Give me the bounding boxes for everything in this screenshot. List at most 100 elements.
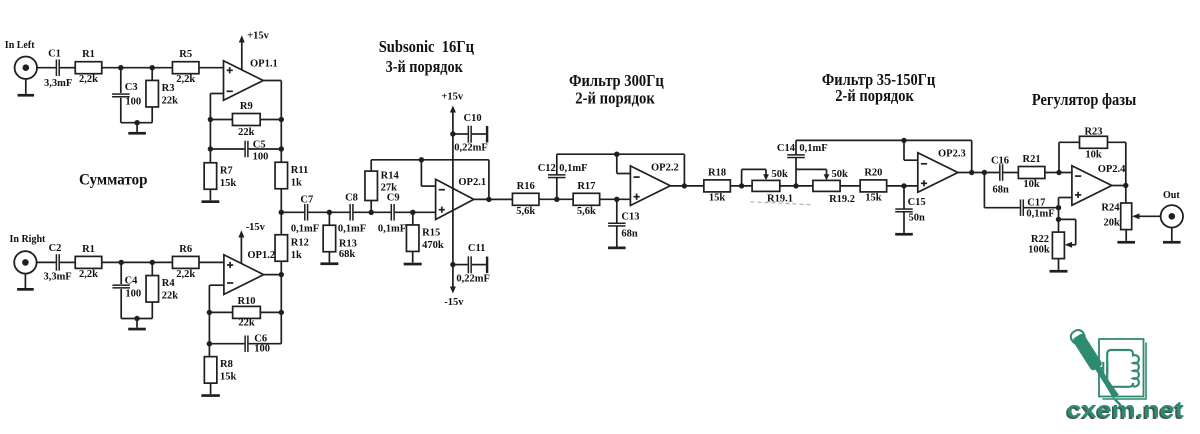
svg-text:27k: 27k	[381, 183, 398, 194]
svg-text:15k: 15k	[220, 178, 237, 189]
svg-text:0,22mF: 0,22mF	[456, 274, 490, 285]
svg-text:R1: R1	[82, 244, 95, 255]
svg-text:0,22mF: 0,22mF	[454, 143, 488, 154]
svg-text:50n: 50n	[909, 213, 926, 224]
svg-text:15k: 15k	[865, 192, 882, 203]
svg-text:100: 100	[125, 289, 141, 300]
svg-text:15k: 15k	[709, 192, 726, 203]
svg-text:5,6k: 5,6k	[516, 206, 535, 217]
svg-text:R11: R11	[291, 165, 309, 176]
svg-text:C8: C8	[345, 193, 358, 204]
svg-text:cxem.net: cxem.net	[1067, 396, 1184, 422]
svg-text:R8: R8	[220, 359, 233, 370]
svg-text:C6: C6	[254, 333, 267, 344]
svg-text:OP2.1: OP2.1	[458, 177, 486, 188]
svg-text:R10: R10	[237, 296, 255, 307]
svg-text:R14: R14	[381, 171, 400, 182]
svg-text:Сумматор: Сумматор	[79, 172, 148, 189]
svg-text:Subsonic 16Гц: Subsonic 16Гц	[379, 37, 475, 56]
svg-text:22k: 22k	[238, 317, 255, 328]
svg-text:C17: C17	[1027, 198, 1045, 209]
svg-text:5,6k: 5,6k	[577, 206, 596, 217]
svg-text:1k: 1k	[291, 250, 302, 261]
svg-text:C12: C12	[538, 163, 556, 174]
svg-text:Фильтр 35-150Гц: Фильтр 35-150Гц	[822, 70, 936, 89]
svg-text:2,2k: 2,2k	[176, 74, 195, 85]
svg-text:68n: 68n	[993, 185, 1010, 196]
svg-text:-15v: -15v	[444, 297, 464, 308]
svg-text:In Left: In Left	[5, 40, 35, 51]
svg-text:+15v: +15v	[247, 30, 269, 41]
svg-text:R3: R3	[162, 83, 175, 94]
svg-text:cxem.net: cxem.net	[1065, 398, 1182, 424]
svg-text:R19.2: R19.2	[829, 194, 855, 205]
svg-text:3-й порядок: 3-й порядок	[386, 57, 464, 76]
svg-text:3,3mF: 3,3mF	[43, 271, 71, 282]
svg-text:2-й порядок: 2-й порядок	[575, 88, 655, 107]
svg-text:R7: R7	[220, 165, 233, 176]
svg-text:2,2k: 2,2k	[176, 269, 195, 280]
svg-text:R5: R5	[179, 49, 192, 60]
svg-text:22k: 22k	[162, 291, 179, 302]
svg-text:R15: R15	[422, 227, 440, 238]
svg-text:C15: C15	[908, 197, 926, 208]
svg-text:C4: C4	[125, 275, 139, 286]
svg-text:0,1mF: 0,1mF	[1026, 208, 1054, 219]
svg-text:C13: C13	[621, 212, 639, 223]
svg-text:C14: C14	[777, 143, 796, 154]
svg-text:In Right: In Right	[10, 234, 47, 245]
svg-text:R21: R21	[1023, 154, 1041, 165]
svg-text:C2: C2	[49, 243, 62, 254]
svg-text:Фильтр 300Гц: Фильтр 300Гц	[569, 71, 664, 90]
svg-text:R20: R20	[864, 167, 882, 178]
svg-text:R16: R16	[517, 181, 535, 192]
svg-text:R13: R13	[339, 239, 357, 250]
svg-text:50k: 50k	[772, 169, 789, 180]
svg-text:68n: 68n	[621, 229, 638, 240]
svg-text:R6: R6	[179, 244, 192, 255]
svg-text:0,1mF: 0,1mF	[338, 224, 366, 235]
svg-text:R17: R17	[577, 181, 595, 192]
svg-text:R22: R22	[1031, 234, 1049, 245]
svg-text:C3: C3	[125, 82, 138, 93]
svg-text:Out: Out	[1163, 190, 1180, 201]
svg-text:1k: 1k	[291, 177, 302, 188]
svg-text:10k: 10k	[1085, 150, 1102, 161]
svg-text:C10: C10	[464, 113, 482, 124]
svg-text:-15v: -15v	[246, 222, 266, 233]
svg-text:100: 100	[254, 344, 270, 355]
svg-text:C11: C11	[468, 243, 486, 254]
svg-text:OP2.4: OP2.4	[1098, 164, 1126, 175]
svg-text:C5: C5	[253, 139, 266, 150]
svg-text:22k: 22k	[238, 127, 255, 138]
svg-text:R4: R4	[162, 278, 176, 289]
svg-text:C9: C9	[387, 193, 400, 204]
svg-text:R12: R12	[291, 237, 309, 248]
svg-text:100k: 100k	[1028, 244, 1050, 255]
svg-text:C1: C1	[48, 48, 61, 59]
svg-text:R23: R23	[1084, 127, 1102, 138]
svg-text:Регулятор фазы: Регулятор фазы	[1032, 90, 1136, 109]
svg-text:470k: 470k	[422, 240, 444, 251]
svg-text:2,2k: 2,2k	[79, 74, 98, 85]
svg-text:R24: R24	[1101, 202, 1120, 213]
svg-text:3,3mF: 3,3mF	[44, 78, 72, 89]
svg-text:10k: 10k	[1023, 179, 1040, 190]
svg-text:R1: R1	[82, 49, 95, 60]
svg-text:20k: 20k	[1104, 218, 1121, 229]
svg-text:OP1.1: OP1.1	[250, 58, 278, 69]
svg-text:+15v: +15v	[441, 92, 463, 103]
svg-text:50k: 50k	[832, 169, 849, 180]
svg-text:22k: 22k	[162, 95, 179, 106]
svg-text:68k: 68k	[339, 249, 356, 260]
svg-text:0,1mF: 0,1mF	[799, 143, 827, 154]
svg-text:R9: R9	[240, 101, 253, 112]
svg-text:OP2.2: OP2.2	[651, 162, 679, 173]
svg-text:0,1mF: 0,1mF	[378, 224, 406, 235]
svg-text:R18: R18	[708, 167, 726, 178]
svg-text:OP1.2: OP1.2	[247, 250, 275, 261]
svg-text:OP2.3: OP2.3	[938, 148, 966, 159]
svg-text:100: 100	[253, 151, 269, 162]
svg-text:0,1mF: 0,1mF	[291, 224, 319, 235]
svg-text:0,1mF: 0,1mF	[559, 163, 587, 174]
